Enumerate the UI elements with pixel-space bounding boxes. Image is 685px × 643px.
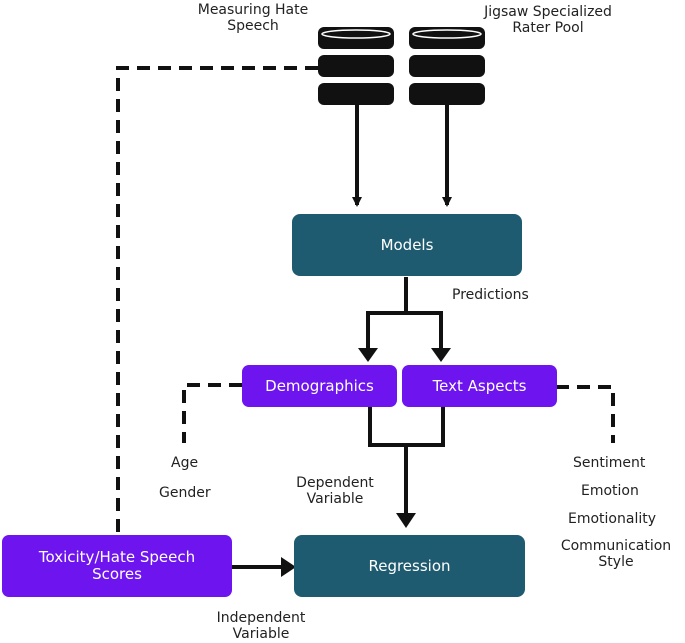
dashed-demographics-items [182,383,242,443]
demographic-item-age: Age [171,455,199,471]
arrowhead-to-demographics [358,348,378,362]
arrowhead-to-regression [396,513,416,528]
dependent-variable-label: Dependent Variable [296,475,374,507]
dataset-label-mhs: Measuring Hate Speech [197,2,309,34]
text-aspects-node: Text Aspects [402,365,557,407]
regression-node: Regression [294,535,525,597]
predictions-label: Predictions [452,287,529,303]
models-node: Models [292,214,522,276]
arrow-models-split [366,277,443,357]
arrowhead-scores-regression [281,557,296,577]
demographic-item-gender: Gender [159,485,211,501]
dashed-text-aspects-items [556,385,615,443]
arrow-merge-to-regression [368,407,445,516]
database-icon [318,27,394,109]
demographics-node: Demographics [242,365,397,407]
dashed-mhs-to-scores [116,66,318,534]
arrowhead-to-text-aspects [431,348,451,362]
text-aspect-item-emotionality: Emotionality [568,511,656,527]
database-icon [409,27,485,109]
independent-variable-label: Independent Variable [216,610,306,642]
text-aspect-item-communication-style: Communication Style [560,538,672,570]
scores-node: Toxicity/Hate Speech Scores [2,535,232,597]
text-aspect-item-emotion: Emotion [581,483,639,499]
dataset-label-jigsaw: Jigsaw Specialized Rater Pool [484,4,612,36]
text-aspect-item-sentiment: Sentiment [573,455,646,471]
